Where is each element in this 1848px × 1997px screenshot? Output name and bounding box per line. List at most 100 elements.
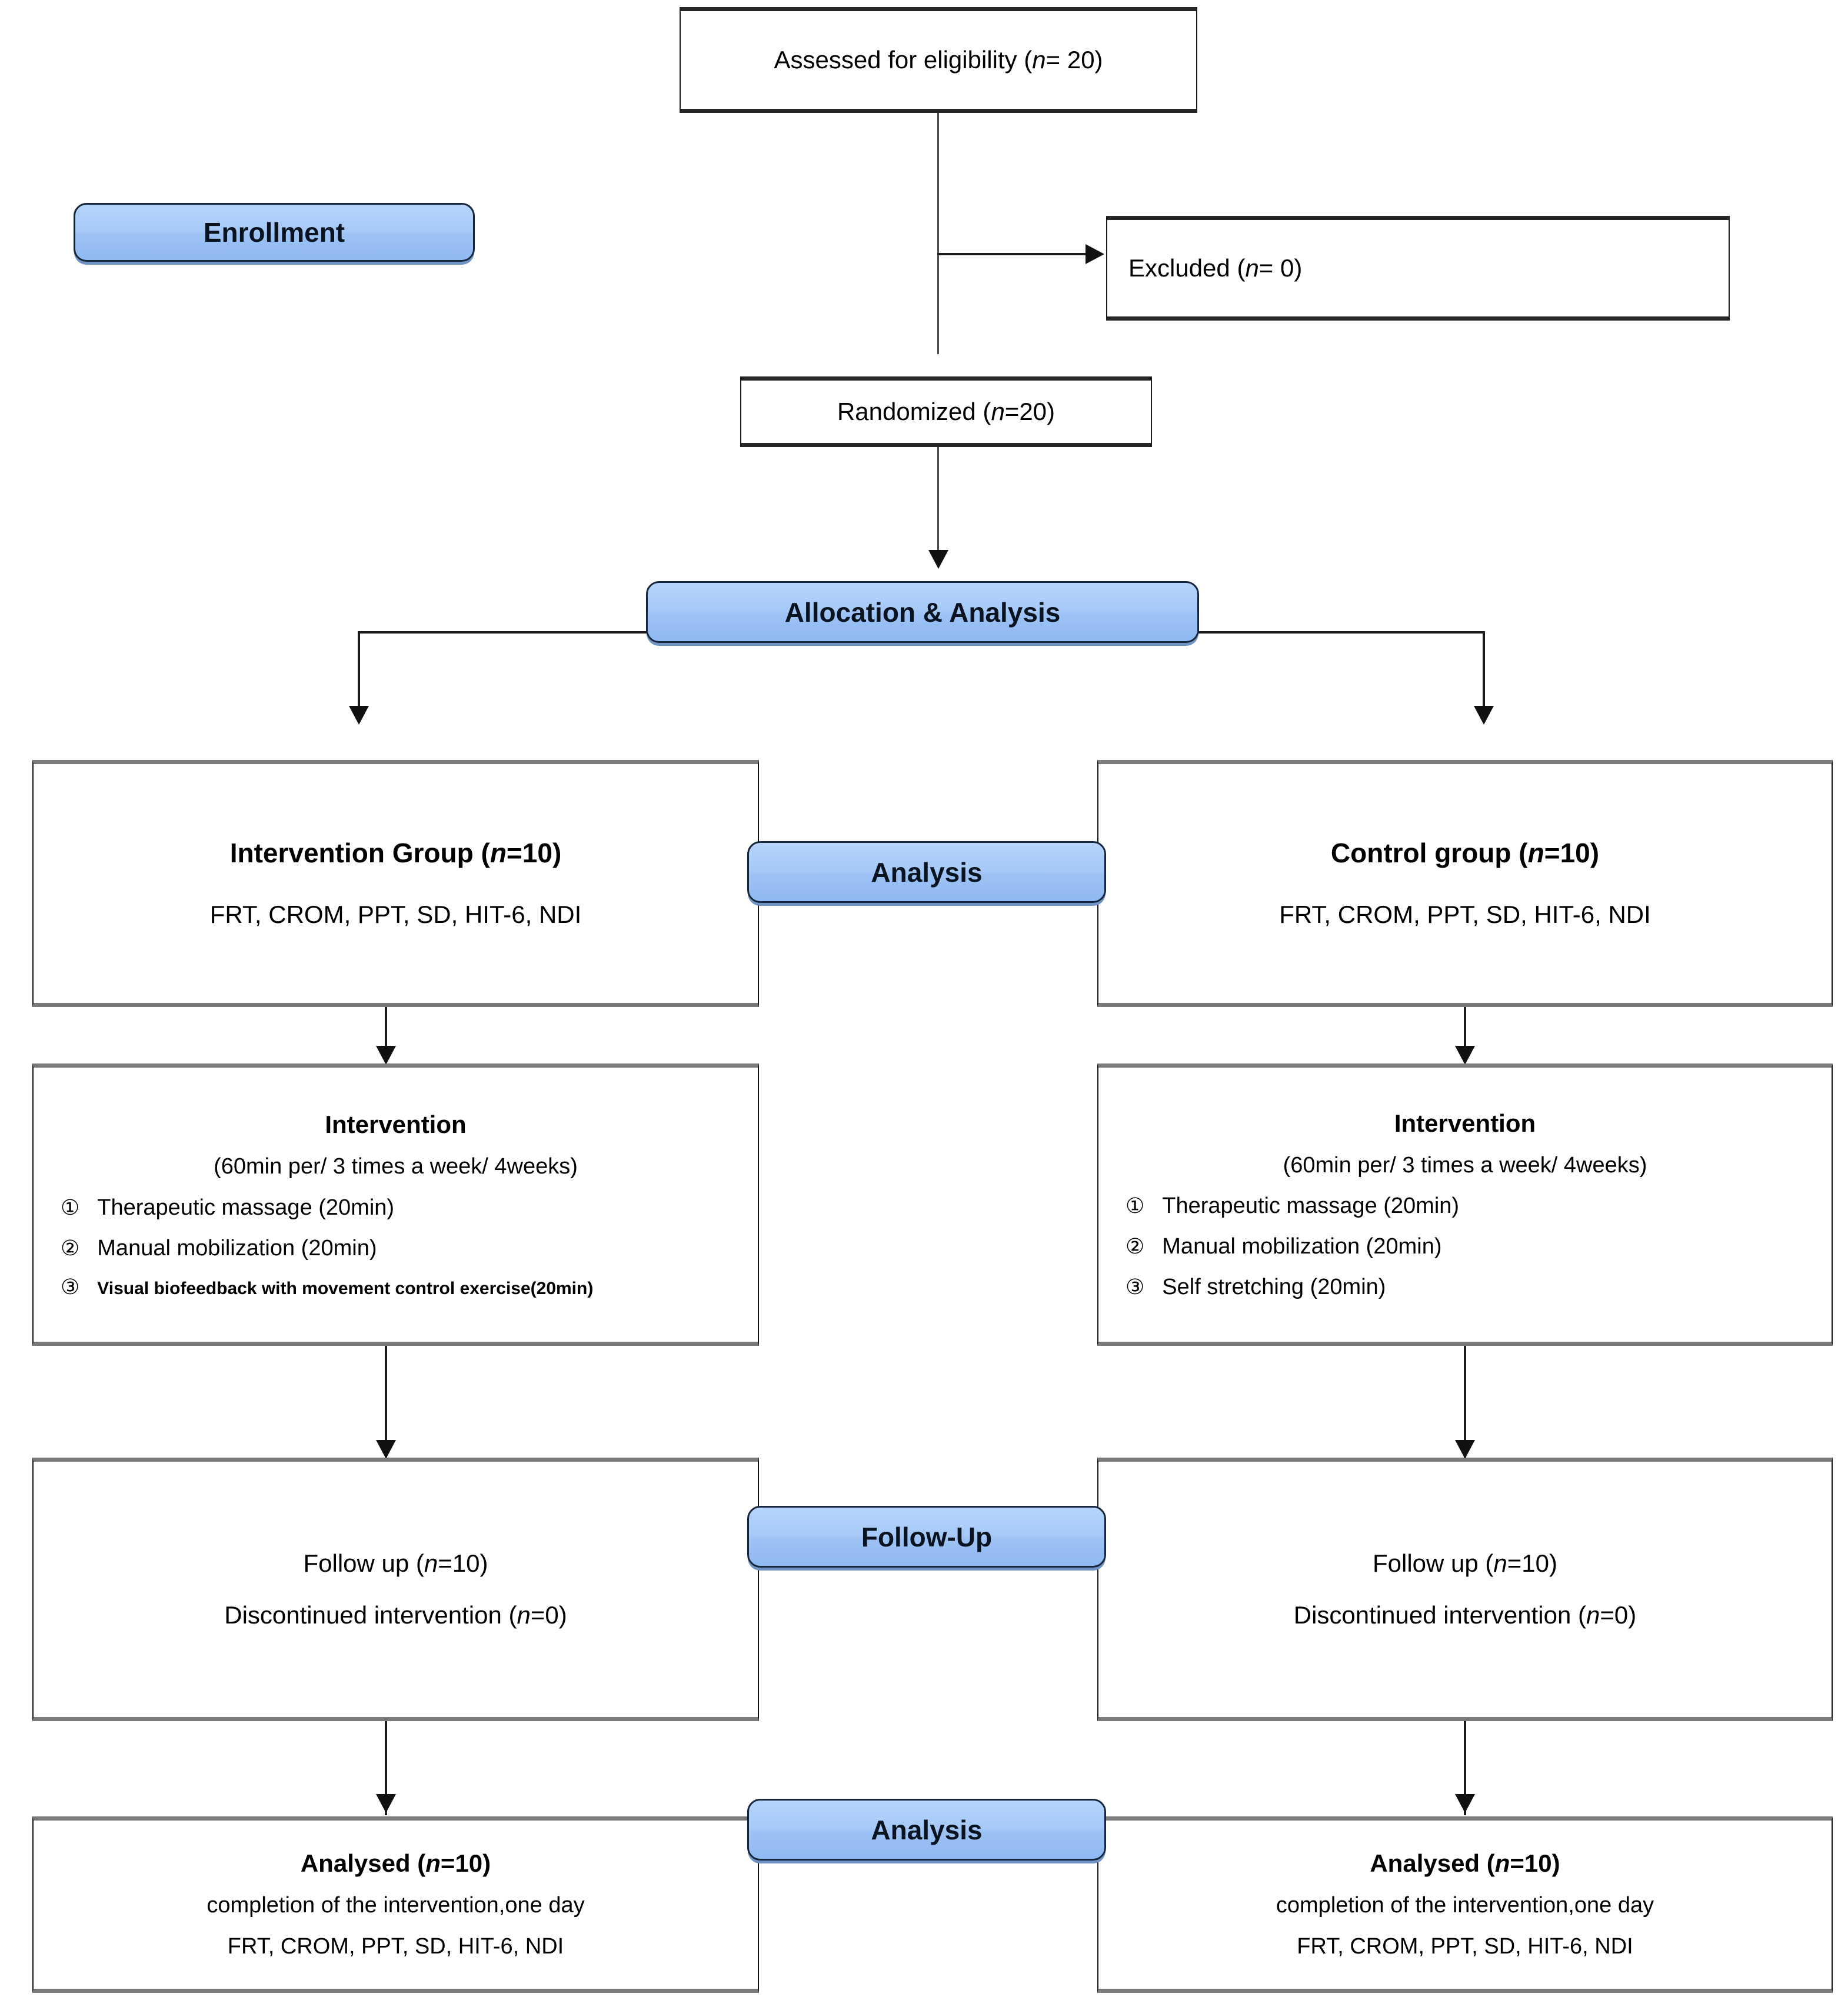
left-intervention-heading: Intervention — [325, 1111, 467, 1138]
connector-left-intervention-to-followup — [385, 1346, 387, 1458]
left-intervention-item: ② Manual mobilization (20min) — [61, 1236, 377, 1261]
assessed-suffix: = 20) — [1045, 45, 1103, 74]
excluded-n-italic: n — [1245, 254, 1259, 282]
right-analysed-prefix: Analysed ( — [1370, 1849, 1495, 1878]
control-group-title: Control group (n=10) — [1331, 838, 1599, 869]
connector-assessed-to-randomized — [937, 113, 939, 354]
left-followup-prefix: Follow up ( — [303, 1549, 424, 1577]
left-discontinued-text: Discontinued intervention (n=0) — [224, 1601, 567, 1629]
circled-number-3-icon: ③ — [61, 1274, 80, 1299]
right-followup-box: Follow up (n=10) Discontinued interventi… — [1097, 1458, 1833, 1721]
intervention-group-title-suffix: =10) — [506, 838, 562, 869]
arrow-to-control-group-icon — [1474, 706, 1494, 725]
left-intervention-item-label: Visual biofeedback with movement control… — [97, 1278, 594, 1298]
right-intervention-dose: (60min per/ 3 times a week/ 4weeks) — [1283, 1152, 1647, 1178]
right-analysed-completion: completion of the intervention,one day — [1276, 1893, 1654, 1918]
analysis-bottom-label: Analysis — [871, 1814, 983, 1845]
left-analysed-prefix: Analysed ( — [300, 1849, 426, 1878]
right-intervention-heading: Intervention — [1394, 1109, 1536, 1137]
circled-number-1-icon: ① — [61, 1195, 80, 1219]
right-intervention-item: ② Manual mobilization (20min) — [1126, 1234, 1442, 1259]
randomized-text: Randomized (n=20) — [837, 398, 1055, 426]
excluded-text: Excluded (n= 0) — [1128, 254, 1302, 282]
right-discontinued-text: Discontinued intervention (n=0) — [1294, 1601, 1637, 1629]
right-intervention-item: ③ Self stretching (20min) — [1126, 1275, 1386, 1300]
allocation-analysis-label: Allocation & Analysis — [784, 596, 1061, 628]
excluded-suffix: = 0) — [1258, 254, 1303, 282]
right-discontinued-n-italic: n — [1586, 1601, 1600, 1629]
stage-badge-follow-up: Follow-Up — [747, 1506, 1106, 1568]
circled-number-1-icon: ① — [1126, 1193, 1145, 1218]
arrow-to-allocation-icon — [928, 550, 948, 569]
assessed-n-italic: n — [1032, 45, 1046, 74]
left-analysed-title: Analysed (n=10) — [301, 1849, 491, 1878]
right-analysed-outcomes: FRT, CROM, PPT, SD, HIT-6, NDI — [1297, 1934, 1633, 1959]
connector-left-group-to-intervention — [385, 1007, 387, 1063]
connector-right-intervention-to-followup — [1464, 1346, 1466, 1458]
right-followup-n-italic: n — [1493, 1549, 1507, 1577]
left-followup-text: Follow up (n=10) — [304, 1549, 488, 1578]
connector-allocation-down-left — [358, 631, 360, 711]
left-followup-n-italic: n — [424, 1549, 438, 1577]
connector-right-followup-to-analysed — [1464, 1721, 1466, 1815]
right-intervention-item-label: Self stretching (20min) — [1162, 1275, 1386, 1300]
left-analysed-box: Analysed (n=10) completion of the interv… — [32, 1816, 759, 1993]
left-intervention-item-list: ① Therapeutic massage (20min) ② Manual m… — [34, 1195, 758, 1299]
connector-allocation-split-left — [358, 631, 650, 634]
left-intervention-item-label: Manual mobilization (20min) — [97, 1235, 377, 1261]
right-intervention-item-label: Therapeutic massage (20min) — [1162, 1193, 1460, 1219]
intervention-group-n-italic: n — [490, 838, 507, 869]
follow-up-label: Follow-Up — [861, 1521, 993, 1552]
right-intervention-item: ① Therapeutic massage (20min) — [1126, 1193, 1459, 1219]
excluded-prefix: Excluded ( — [1128, 254, 1246, 282]
left-intervention-item-label: Therapeutic massage (20min) — [97, 1195, 395, 1220]
connector-right-group-to-intervention — [1464, 1007, 1466, 1063]
stage-badge-analysis-bottom: Analysis — [747, 1799, 1106, 1861]
intervention-group-title: Intervention Group (n=10) — [230, 838, 562, 869]
control-group-title-prefix: Control group ( — [1330, 838, 1528, 869]
arrow-right-followup-to-analysed-icon — [1455, 1794, 1475, 1813]
randomized-n-italic: n — [991, 397, 1005, 425]
left-discontinued-n-italic: n — [517, 1601, 531, 1629]
intervention-group-box: Intervention Group (n=10) FRT, CROM, PPT… — [32, 760, 759, 1007]
arrow-right-intervention-to-followup-icon — [1455, 1440, 1475, 1459]
arrow-to-intervention-group-icon — [349, 706, 369, 725]
stage-badge-allocation-analysis: Allocation & Analysis — [646, 581, 1199, 643]
right-analysed-suffix: =10) — [1510, 1849, 1560, 1878]
control-group-n-italic: n — [1527, 838, 1544, 869]
left-analysed-completion: completion of the intervention,one day — [207, 1893, 585, 1918]
connector-left-followup-to-analysed — [385, 1721, 387, 1815]
right-intervention-detail-box: Intervention (60min per/ 3 times a week/… — [1097, 1063, 1833, 1346]
right-intervention-item-list: ① Therapeutic massage (20min) ② Manual m… — [1098, 1193, 1832, 1300]
stage-badge-enrollment: Enrollment — [74, 203, 475, 262]
left-discontinued-prefix: Discontinued intervention ( — [224, 1601, 517, 1629]
left-intervention-detail-box: Intervention (60min per/ 3 times a week/… — [32, 1063, 759, 1346]
left-intervention-item: ① Therapeutic massage (20min) — [61, 1195, 394, 1221]
arrow-right-group-to-intervention-icon — [1455, 1046, 1475, 1065]
arrow-to-excluded-icon — [1086, 244, 1104, 264]
analysis-top-label: Analysis — [871, 856, 983, 888]
left-analysed-outcomes: FRT, CROM, PPT, SD, HIT-6, NDI — [227, 1934, 564, 1959]
left-followup-box: Follow up (n=10) Discontinued interventi… — [32, 1458, 759, 1721]
left-intervention-item: ③ Visual biofeedback with movement contr… — [61, 1276, 593, 1299]
randomized-prefix: Randomized ( — [837, 397, 991, 425]
control-group-outcomes: FRT, CROM, PPT, SD, HIT-6, NDI — [1279, 901, 1651, 929]
circled-number-2-icon: ② — [61, 1235, 80, 1260]
right-followup-text: Follow up (n=10) — [1373, 1549, 1557, 1578]
randomized-box: Randomized (n=20) — [740, 376, 1152, 447]
control-group-title-suffix: =10) — [1544, 838, 1600, 869]
connector-allocation-down-right — [1483, 631, 1485, 711]
right-followup-suffix: =10) — [1507, 1549, 1557, 1577]
intervention-group-title-prefix: Intervention Group ( — [229, 838, 490, 869]
enrollment-label: Enrollment — [203, 217, 345, 248]
control-group-box: Control group (n=10) FRT, CROM, PPT, SD,… — [1097, 760, 1833, 1007]
right-followup-prefix: Follow up ( — [1373, 1549, 1494, 1577]
right-analysed-title: Analysed (n=10) — [1370, 1849, 1560, 1878]
arrow-left-intervention-to-followup-icon — [376, 1440, 396, 1459]
right-analysed-n-italic: n — [1494, 1849, 1510, 1878]
circled-number-2-icon: ② — [1126, 1234, 1145, 1259]
left-followup-suffix: =10) — [438, 1549, 488, 1577]
right-discontinued-prefix: Discontinued intervention ( — [1293, 1601, 1587, 1629]
arrow-left-followup-to-analysed-icon — [376, 1794, 396, 1813]
